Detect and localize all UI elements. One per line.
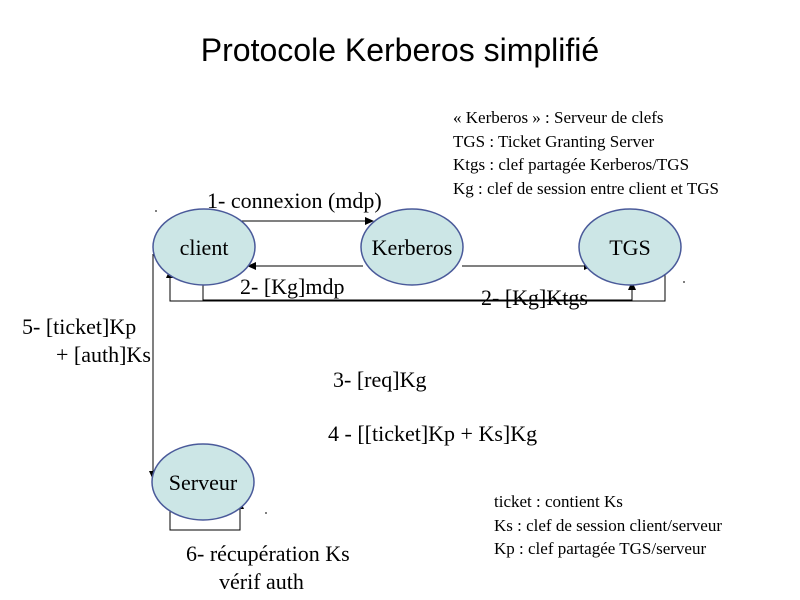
node-tgs: TGS	[578, 208, 682, 286]
label-step2-client: 2- [Kg]mdp	[240, 274, 345, 299]
label-step4: 4 - [[ticket]Kp + Ks]Kg	[328, 421, 538, 446]
legend-item: Kg : clef de session entre client et TGS	[453, 178, 719, 198]
legend-item: Ks : clef de session client/serveur	[494, 515, 723, 535]
node-tgs-label: TGS	[609, 235, 651, 260]
node-kerberos-label: Kerberos	[372, 235, 453, 260]
edge-step6-arrow	[169, 498, 244, 531]
legend-item: TGS : Ticket Granting Server	[453, 131, 655, 151]
label-step6: 6- récupération Ks vérif auth	[186, 540, 350, 596]
label-step5-line1: 5- [ticket]Kp	[22, 314, 137, 339]
label-step5: 5- [ticket]Kp + [auth]Ks	[22, 313, 151, 369]
node-client: client	[152, 208, 256, 286]
edge-step4-arrow	[166, 261, 666, 302]
legend-item: « Kerberos » : Serveur de clefs	[453, 108, 664, 127]
label-step2-tgs: 2- [Kg]Ktgs	[481, 285, 588, 310]
legend-bottom: ticket : contient Ks Ks : clef de sessio…	[494, 490, 722, 561]
node-kerberos: Kerberos	[360, 208, 464, 286]
legend-item: Ktgs : clef partagée Kerberos/TGS	[453, 155, 690, 174]
node-serveur: Serveur	[151, 443, 255, 521]
page-title: Protocole Kerberos simplifié	[200, 32, 600, 68]
node-serveur-label: Serveur	[169, 470, 238, 495]
label-step6-line1: 6- récupération Ks	[186, 541, 350, 566]
edge-step3-arrow	[202, 279, 636, 301]
label-step3: 3- [req]Kg	[333, 367, 427, 392]
node-client-label: client	[180, 235, 229, 260]
legend-item: ticket : contient Ks	[494, 492, 623, 511]
legend-item: Kp : clef partagée TGS/serveur	[494, 539, 707, 558]
legend-top: « Kerberos » : Serveur de clefs TGS : Ti…	[453, 106, 719, 200]
label-step6-line2: vérif auth	[219, 569, 304, 594]
label-step1: 1- connexion (mdp)	[207, 188, 382, 213]
label-step5-line2: + [auth]Ks	[56, 342, 151, 367]
